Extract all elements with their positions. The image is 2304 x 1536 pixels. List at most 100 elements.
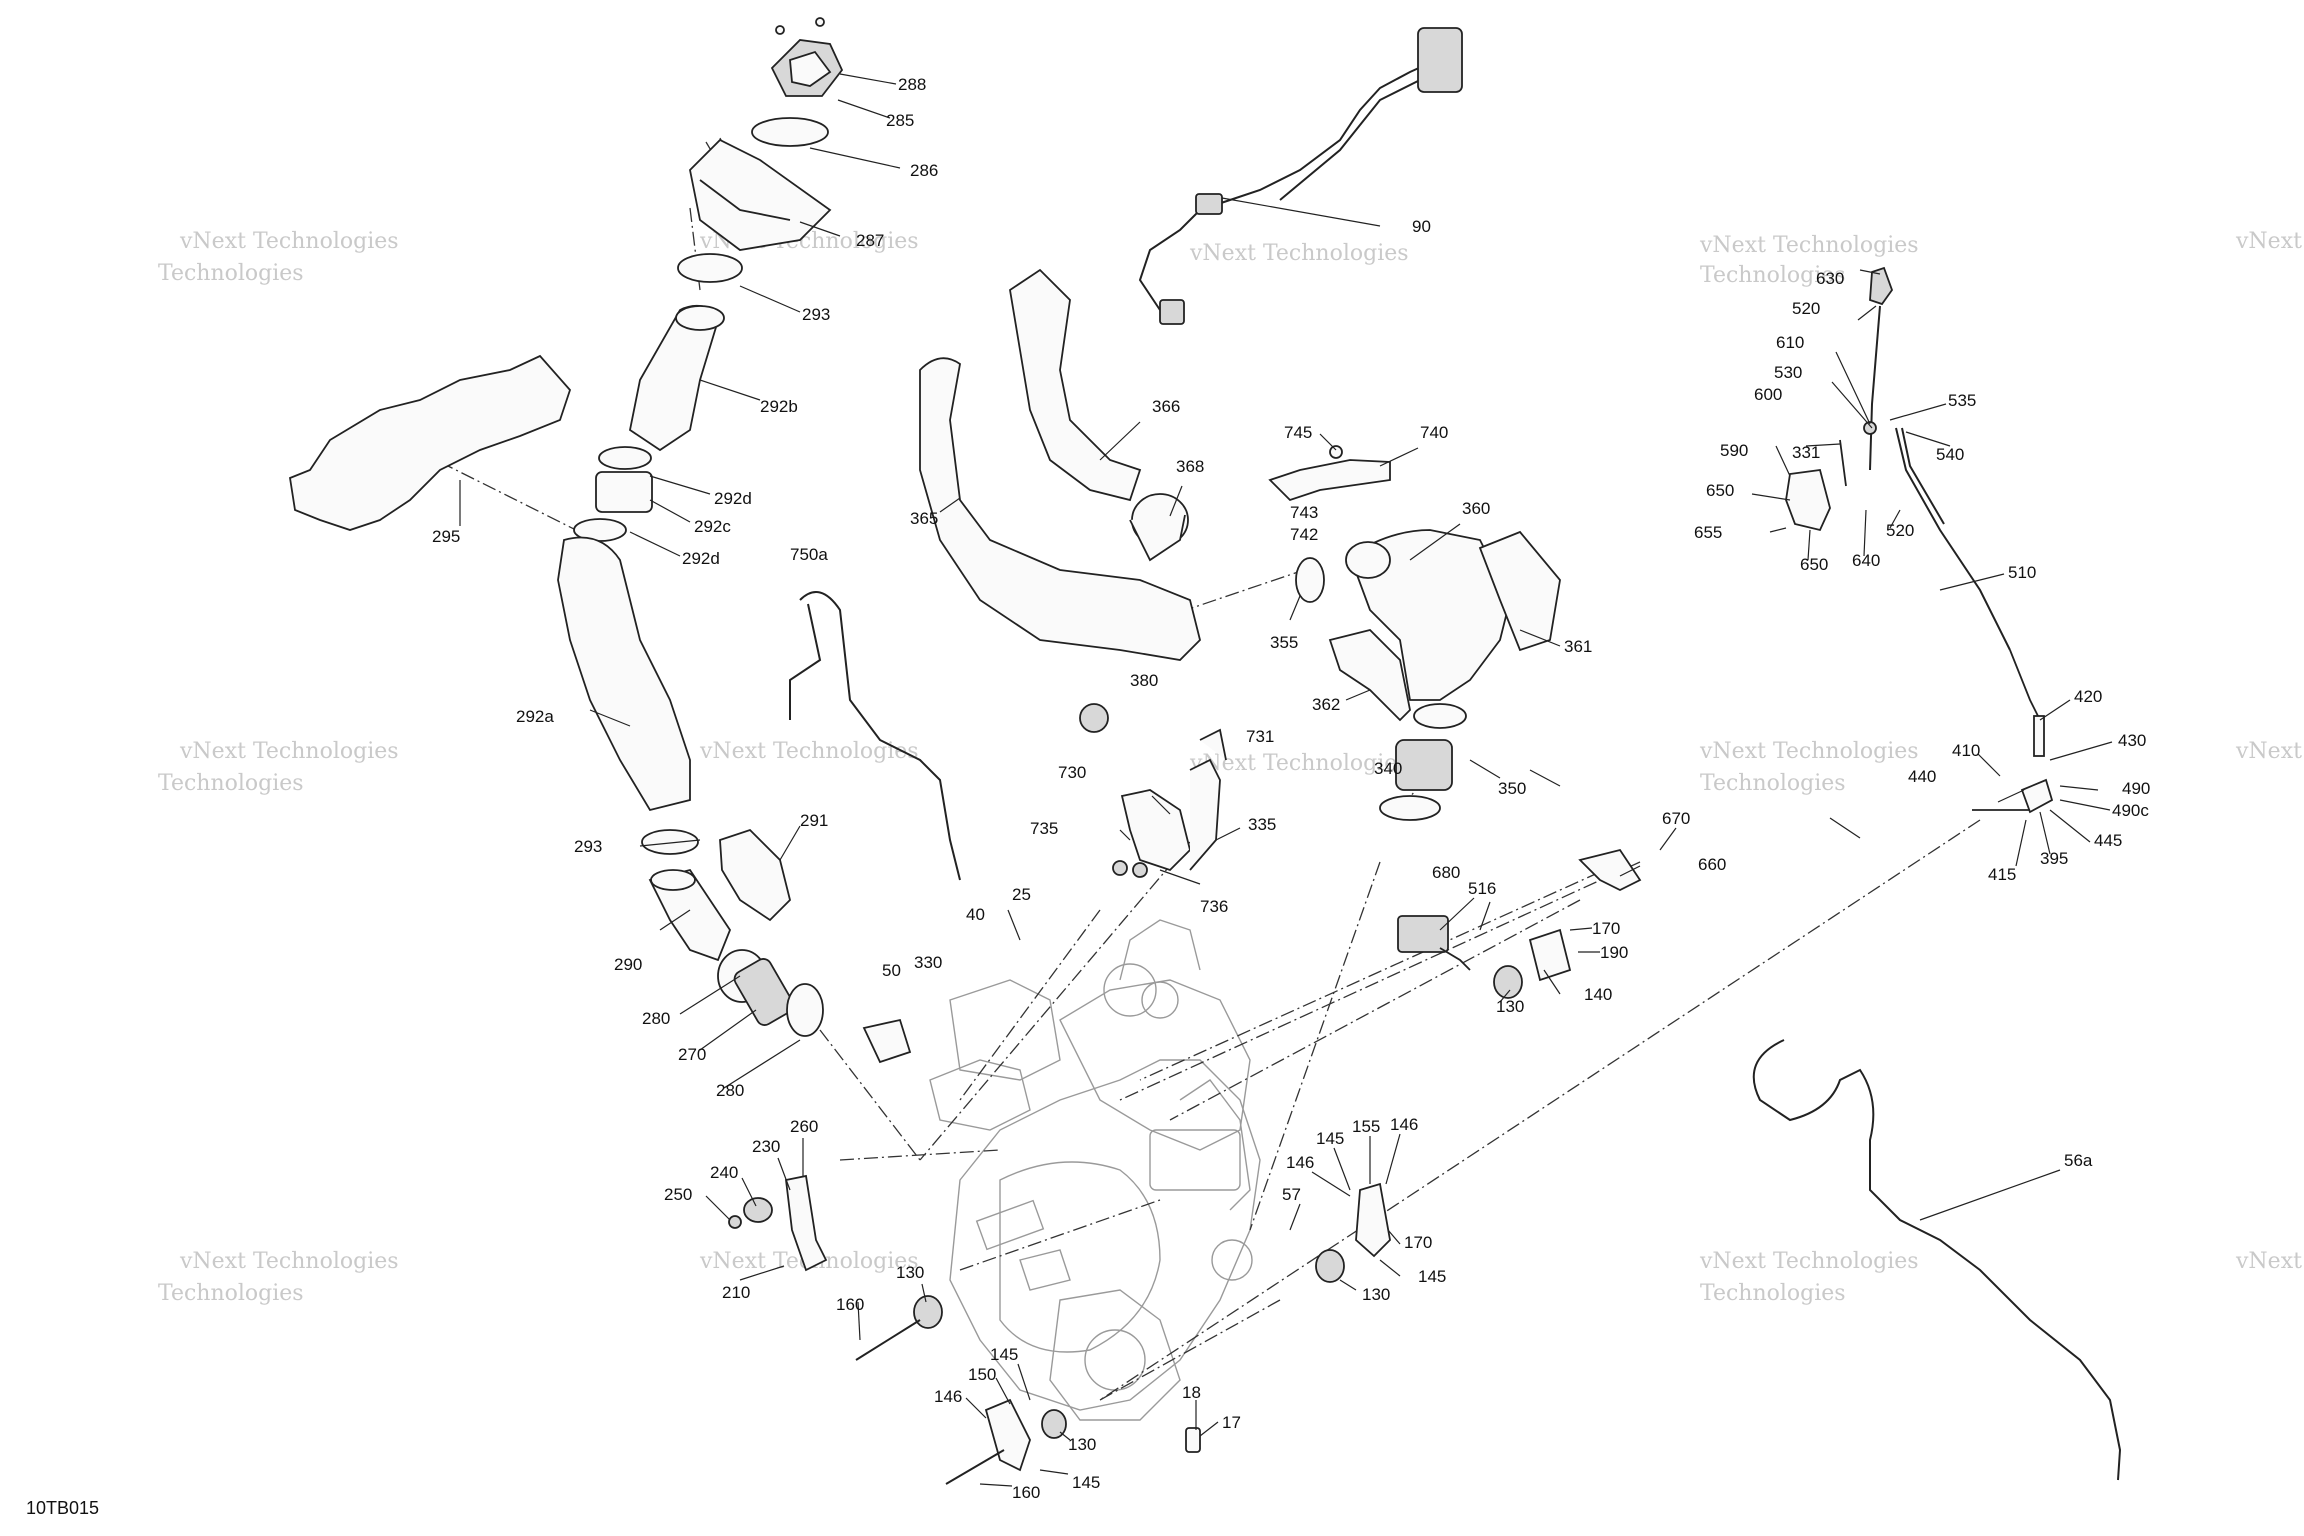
callout-130-d: 130 [1362,1285,1390,1304]
callout-670: 670 [1662,809,1690,828]
callout-420: 420 [2074,687,2102,706]
callout-335: 335 [1248,815,1276,834]
callout-210: 210 [722,1283,750,1302]
callout-292d: 292d [714,489,752,508]
callout-270: 270 [678,1045,706,1064]
svg-text:Technologies: Technologies [158,771,304,796]
hose-750a [789,591,961,881]
callout-160: 160 [836,1295,864,1314]
callout-18: 18 [1182,1383,1201,1402]
callout-380: 380 [1130,671,1158,690]
rings-292cd [573,446,653,542]
callout-56a: 56a [2064,1151,2093,1170]
clamp-355 [1295,557,1325,603]
muffler-360 [1345,529,1511,701]
callout-292b: 292b [760,397,798,416]
svg-text:Technologies: Technologies [158,1281,304,1306]
callout-291: 291 [800,811,828,830]
assembly-lines [439,137,1981,1401]
bracket-660-670 [1578,848,1642,892]
watermark-layer: vNext Technologies Technologies vNext Te… [158,229,2302,1306]
callout-520-b: 520 [1886,521,1914,540]
callout-146-b: 146 [1390,1115,1418,1134]
callout-292a: 292a [516,707,554,726]
shield-362 [1328,629,1411,722]
svg-text:vNext Technologies: vNext Technologies [179,739,399,764]
callout-150: 150 [968,1365,996,1384]
callout-40: 40 [966,905,985,924]
callout-260: 260 [790,1117,818,1136]
callout-745: 745 [1284,423,1312,442]
exhaust-pipe-366 [1009,268,1142,502]
callout-230: 230 [752,1137,780,1156]
brackets-730-736 [1112,728,1227,878]
spark-arrestor-340-350 [1379,703,1467,821]
callout-240: 240 [710,1163,738,1182]
callout-430: 430 [2118,731,2146,750]
bracket-740 [1268,445,1391,502]
callout-735: 735 [1030,819,1058,838]
shift-lever [1785,266,2054,814]
coupler-270 [717,949,824,1037]
shield-361 [1478,530,1561,652]
callout-170: 170 [1592,919,1620,938]
airbox-cover-288 [770,17,844,97]
clamp-293-upper [677,253,743,283]
callout-395: 395 [2040,849,2068,868]
callout-516: 516 [1468,879,1496,898]
callout-90: 90 [1412,217,1431,236]
elbow-291 [719,828,791,922]
hose-56a [1752,1039,2122,1481]
duct-292a [557,536,691,812]
callout-350: 350 [1498,779,1526,798]
exhaust-pipe-365 [919,357,1201,661]
callout-415: 415 [1988,865,2016,884]
callout-140: 140 [1584,985,1612,1004]
callout-145: 145 [990,1345,1018,1364]
svg-text:vNext: vNext [2235,1249,2302,1274]
callout-730: 730 [1058,763,1086,782]
callout-287: 287 [856,231,884,250]
callout-17: 17 [1222,1413,1241,1432]
callout-445: 445 [2094,831,2122,850]
svg-text:vNext Technologies: vNext Technologies [179,1249,399,1274]
watermark: vNext Technologies Technologies [158,229,399,286]
mount-145-160-bottom [945,1398,1067,1485]
watermark: vNext Technologies Technologies vNext Te… [158,739,2302,796]
callout-361: 361 [1564,637,1592,656]
callout-440: 440 [1908,767,1936,786]
callout-146-c: 146 [1286,1153,1314,1172]
mount-130-160-left [855,1295,943,1361]
svg-text:vNext Technologies: vNext Technologies [1189,241,1409,266]
callout-680: 680 [1432,863,1460,882]
callout-750a: 750a [790,545,828,564]
callout-650-b: 650 [1800,555,1828,574]
callout-740: 740 [1420,423,1448,442]
svg-text:Technologies: Technologies [1700,771,1846,796]
callout-362: 362 [1312,695,1340,714]
callout-160-b: 160 [1012,1483,1040,1502]
callout-640: 640 [1852,551,1880,570]
callout-590: 590 [1720,441,1748,460]
callout-295: 295 [432,527,460,546]
document-id: 10TB015 [26,1498,99,1518]
callout-610: 610 [1776,333,1804,352]
svg-text:vNext Technologies: vNext Technologies [1699,1249,1919,1274]
callout-535: 535 [1948,391,1976,410]
clamp-285 [751,117,829,147]
callout-25: 25 [1012,885,1031,904]
callout-146: 146 [934,1387,962,1406]
callout-736: 736 [1200,897,1228,916]
watermark: vNext Technologies vNext Technologies vN… [699,229,2302,288]
callout-650: 650 [1706,481,1734,500]
callout-280-b: 280 [716,1081,744,1100]
callout-355: 355 [1270,633,1298,652]
callout-155: 155 [1352,1117,1380,1136]
callout-130-c: 130 [1068,1435,1096,1454]
bracket-286-287 [689,138,832,251]
callout-368: 368 [1176,457,1204,476]
callout-280: 280 [642,1009,670,1028]
clamp-293-lower [641,829,699,855]
callout-170-b: 170 [1404,1233,1432,1252]
